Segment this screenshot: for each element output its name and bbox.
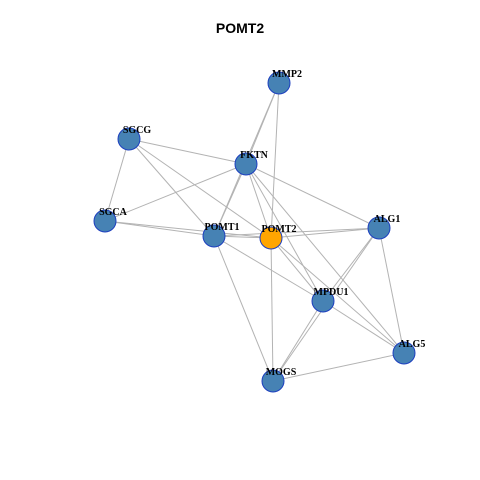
edge-fktn-pomt2 — [245, 163, 272, 239]
edge-pomt2-mogs — [270, 237, 274, 382]
node-label-pomt1: POMT1 — [205, 222, 240, 233]
node-sgcg[interactable]: SGCG — [117, 125, 152, 151]
node-circle-pomt2[interactable] — [259, 226, 283, 250]
edge-sgcg-fktn — [128, 138, 247, 165]
edge-pomt2-alg5 — [270, 237, 405, 354]
node-circle-alg5[interactable] — [392, 341, 416, 365]
node-label-pomt2: POMT2 — [262, 224, 297, 235]
edge-fktn-pomt1 — [213, 163, 247, 237]
node-circle-mpdu1[interactable] — [311, 289, 335, 313]
node-label-mmp2: MMP2 — [272, 69, 302, 80]
edge-mpdu1-alg5 — [322, 300, 405, 354]
node-circle-mogs[interactable] — [261, 369, 285, 393]
edge-alg1-alg5 — [378, 227, 405, 354]
node-pomt1[interactable]: POMT1 — [202, 222, 240, 248]
node-alg5[interactable]: ALG5 — [392, 339, 426, 365]
node-label-mogs: MOGS — [266, 367, 297, 378]
node-mpdu1[interactable]: MPDU1 — [311, 287, 349, 313]
node-circle-alg1[interactable] — [367, 216, 391, 240]
node-label-sgcg: SGCG — [123, 125, 152, 136]
edge-pomt1-mogs — [213, 235, 274, 382]
edge-pomt1-mpdu1 — [213, 235, 324, 302]
edge-sgcg-pomt2 — [128, 138, 272, 239]
edge-mmp2-pomt2 — [270, 82, 280, 239]
edge-alg1-mpdu1 — [322, 227, 380, 302]
edge-fktn-alg1 — [245, 163, 380, 229]
node-mmp2[interactable]: MMP2 — [267, 69, 302, 95]
node-fktn[interactable]: FKTN — [234, 150, 269, 176]
edge-sgca-pomt2 — [104, 220, 272, 239]
edge-fktn-alg5 — [245, 163, 405, 354]
node-circle-mmp2[interactable] — [267, 71, 291, 95]
node-label-alg5: ALG5 — [399, 339, 426, 350]
node-label-mpdu1: MPDU1 — [314, 287, 349, 298]
edge-mpdu1-mogs — [272, 300, 324, 382]
edge-sgcg-pomt1 — [128, 138, 215, 237]
edge-pomt2-alg1 — [270, 227, 380, 239]
node-label-alg1: ALG1 — [374, 214, 401, 225]
edge-sgca-pomt1 — [104, 220, 215, 237]
edge-alg5-mogs — [272, 352, 405, 382]
node-pomt2[interactable]: POMT2 — [259, 224, 297, 250]
edge-pomt1-alg1 — [213, 227, 380, 237]
edge-fktn-sgca — [104, 163, 247, 222]
node-circle-fktn[interactable] — [234, 152, 258, 176]
edge-pomt2-mpdu1 — [270, 237, 324, 302]
node-circle-sgcg[interactable] — [117, 127, 141, 151]
node-alg1[interactable]: ALG1 — [367, 214, 401, 240]
node-mogs[interactable]: MOGS — [261, 367, 297, 393]
edges-layer — [104, 82, 405, 382]
node-circle-pomt1[interactable] — [202, 224, 226, 248]
edge-sgcg-sgca — [104, 138, 130, 222]
node-label-sgca: SGCA — [99, 207, 128, 218]
graph-title: POMT2 — [215, 20, 265, 36]
node-circle-sgca[interactable] — [93, 209, 117, 233]
node-label-fktn: FKTN — [240, 150, 269, 161]
node-sgca[interactable]: SGCA — [93, 207, 128, 233]
